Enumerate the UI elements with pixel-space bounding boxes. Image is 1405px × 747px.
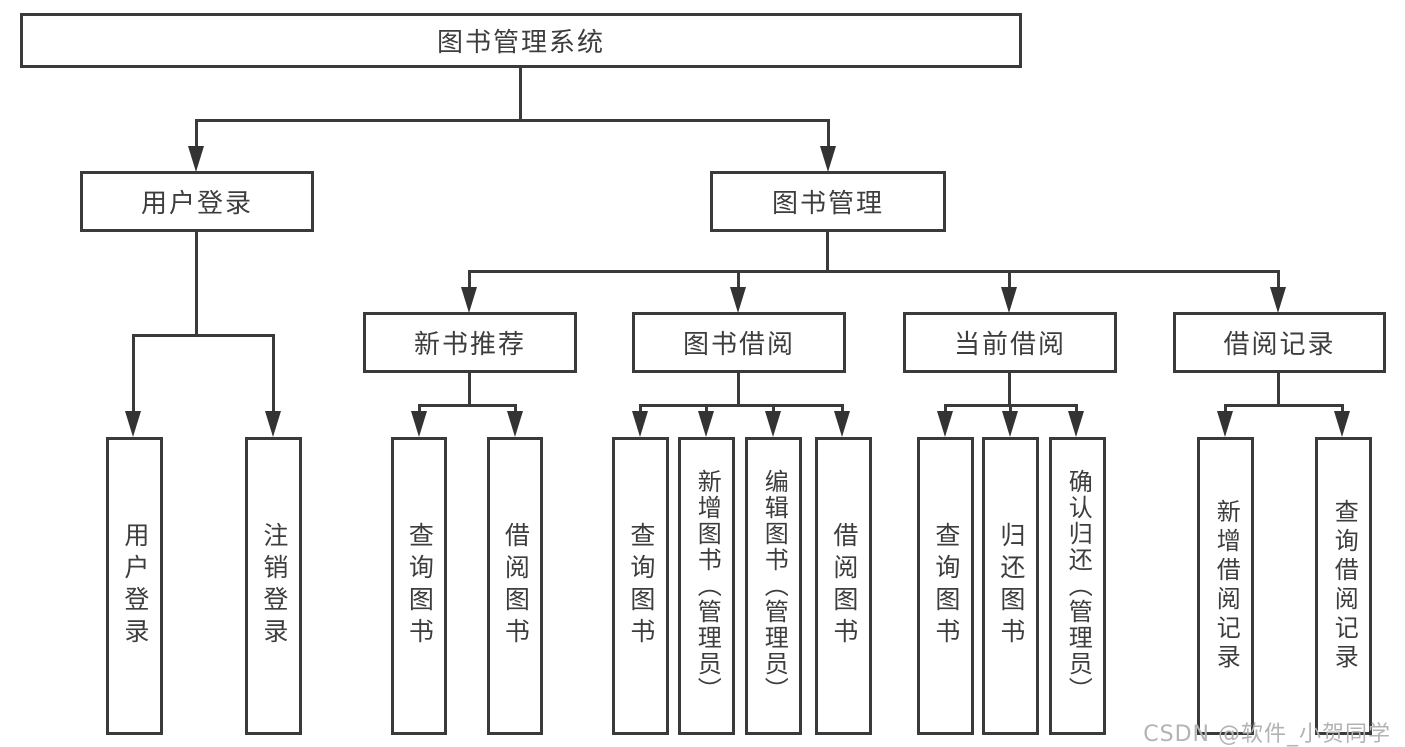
arrowhead-down-icon bbox=[937, 411, 953, 437]
connector-drop bbox=[737, 270, 740, 292]
connector-drop bbox=[468, 270, 471, 292]
connector-bookmgmt-bus bbox=[468, 270, 1279, 273]
arrowhead-down-icon bbox=[632, 411, 648, 437]
arrowhead-down-icon bbox=[820, 146, 836, 172]
leaf-current-return: 归还图书 bbox=[982, 437, 1039, 735]
connector-newbooks-bus bbox=[418, 404, 516, 407]
node-borrowing: 图书借阅 bbox=[632, 312, 846, 373]
connector-drop bbox=[944, 404, 947, 416]
node-borrow-records: 借阅记录 bbox=[1173, 312, 1386, 373]
csdn-watermark: CSDN @软件_小贺同学 bbox=[1143, 722, 1391, 747]
leaf-newbooks-query: 查询图书 bbox=[391, 437, 447, 735]
connector-drop bbox=[1075, 404, 1078, 416]
arrowhead-down-icon bbox=[698, 411, 714, 437]
connector-drop bbox=[841, 404, 844, 416]
leaf-records-query: 查询借阅记录 bbox=[1315, 437, 1372, 735]
arrowhead-down-icon bbox=[1334, 411, 1350, 437]
connector-drop bbox=[827, 119, 830, 149]
connector-drop bbox=[1277, 270, 1280, 292]
arrowhead-down-icon bbox=[765, 411, 781, 437]
arrowhead-down-icon bbox=[411, 411, 427, 437]
connector-drop bbox=[1008, 270, 1011, 292]
arrowhead-down-icon bbox=[1001, 287, 1017, 313]
arrowhead-down-icon bbox=[1270, 287, 1286, 313]
connector-records-stem bbox=[1277, 373, 1280, 407]
connector-drop bbox=[639, 404, 642, 416]
connector-current-stem bbox=[1008, 373, 1011, 407]
leaf-current-confirm-admin: 确认归还（管理员） bbox=[1049, 437, 1106, 735]
connector-root-stem bbox=[519, 68, 522, 121]
arrowhead-down-icon bbox=[461, 287, 477, 313]
leaf-newbooks-borrow: 借阅图书 bbox=[487, 437, 543, 735]
leaf-borrowing-add-admin: 新增图书（管理员） bbox=[678, 437, 735, 735]
connector-drop bbox=[272, 334, 275, 414]
leaf-borrowing-query: 查询图书 bbox=[612, 437, 669, 735]
arrowhead-down-icon bbox=[730, 287, 746, 313]
connector-root-bus bbox=[195, 119, 830, 122]
arrowhead-down-icon bbox=[1068, 411, 1084, 437]
connector-drop bbox=[195, 119, 198, 149]
leaf-borrowing-borrow: 借阅图书 bbox=[815, 437, 872, 735]
arrowhead-down-icon bbox=[1002, 411, 1018, 437]
connector-borrowing-stem bbox=[737, 373, 740, 407]
connector-drop bbox=[1224, 404, 1227, 416]
connector-records-bus bbox=[1224, 404, 1344, 407]
node-new-books: 新书推荐 bbox=[363, 312, 577, 373]
node-user-login: 用户登录 bbox=[80, 171, 314, 232]
arrowhead-down-icon bbox=[507, 411, 523, 437]
connector-drop bbox=[705, 404, 708, 416]
connector-drop bbox=[772, 404, 775, 416]
connector-drop bbox=[418, 404, 421, 416]
connector-userlogin-stem bbox=[195, 232, 198, 336]
connector-newbooks-stem bbox=[468, 373, 471, 407]
connector-drop bbox=[514, 404, 517, 416]
node-system-root: 图书管理系统 bbox=[20, 13, 1022, 68]
connector-userlogin-bus bbox=[133, 334, 275, 337]
leaf-borrowing-edit-admin: 编辑图书（管理员） bbox=[745, 437, 802, 735]
arrowhead-down-icon bbox=[265, 411, 281, 437]
node-current-borrow: 当前借阅 bbox=[903, 312, 1117, 373]
node-book-mgmt: 图书管理 bbox=[710, 171, 946, 232]
connector-bookmgmt-stem bbox=[826, 232, 829, 273]
connector-drop bbox=[132, 334, 135, 414]
leaf-user-login: 用户登录 bbox=[106, 437, 163, 735]
connector-drop bbox=[1341, 404, 1344, 416]
arrowhead-down-icon bbox=[188, 146, 204, 172]
arrowhead-down-icon bbox=[125, 411, 141, 437]
connector-drop bbox=[1009, 404, 1012, 416]
connector-borrowing-bus bbox=[639, 404, 844, 407]
arrowhead-down-icon bbox=[1217, 411, 1233, 437]
leaf-current-query: 查询图书 bbox=[917, 437, 974, 735]
leaf-logout: 注销登录 bbox=[245, 437, 302, 735]
leaf-records-add: 新增借阅记录 bbox=[1197, 437, 1254, 735]
arrowhead-down-icon bbox=[834, 411, 850, 437]
